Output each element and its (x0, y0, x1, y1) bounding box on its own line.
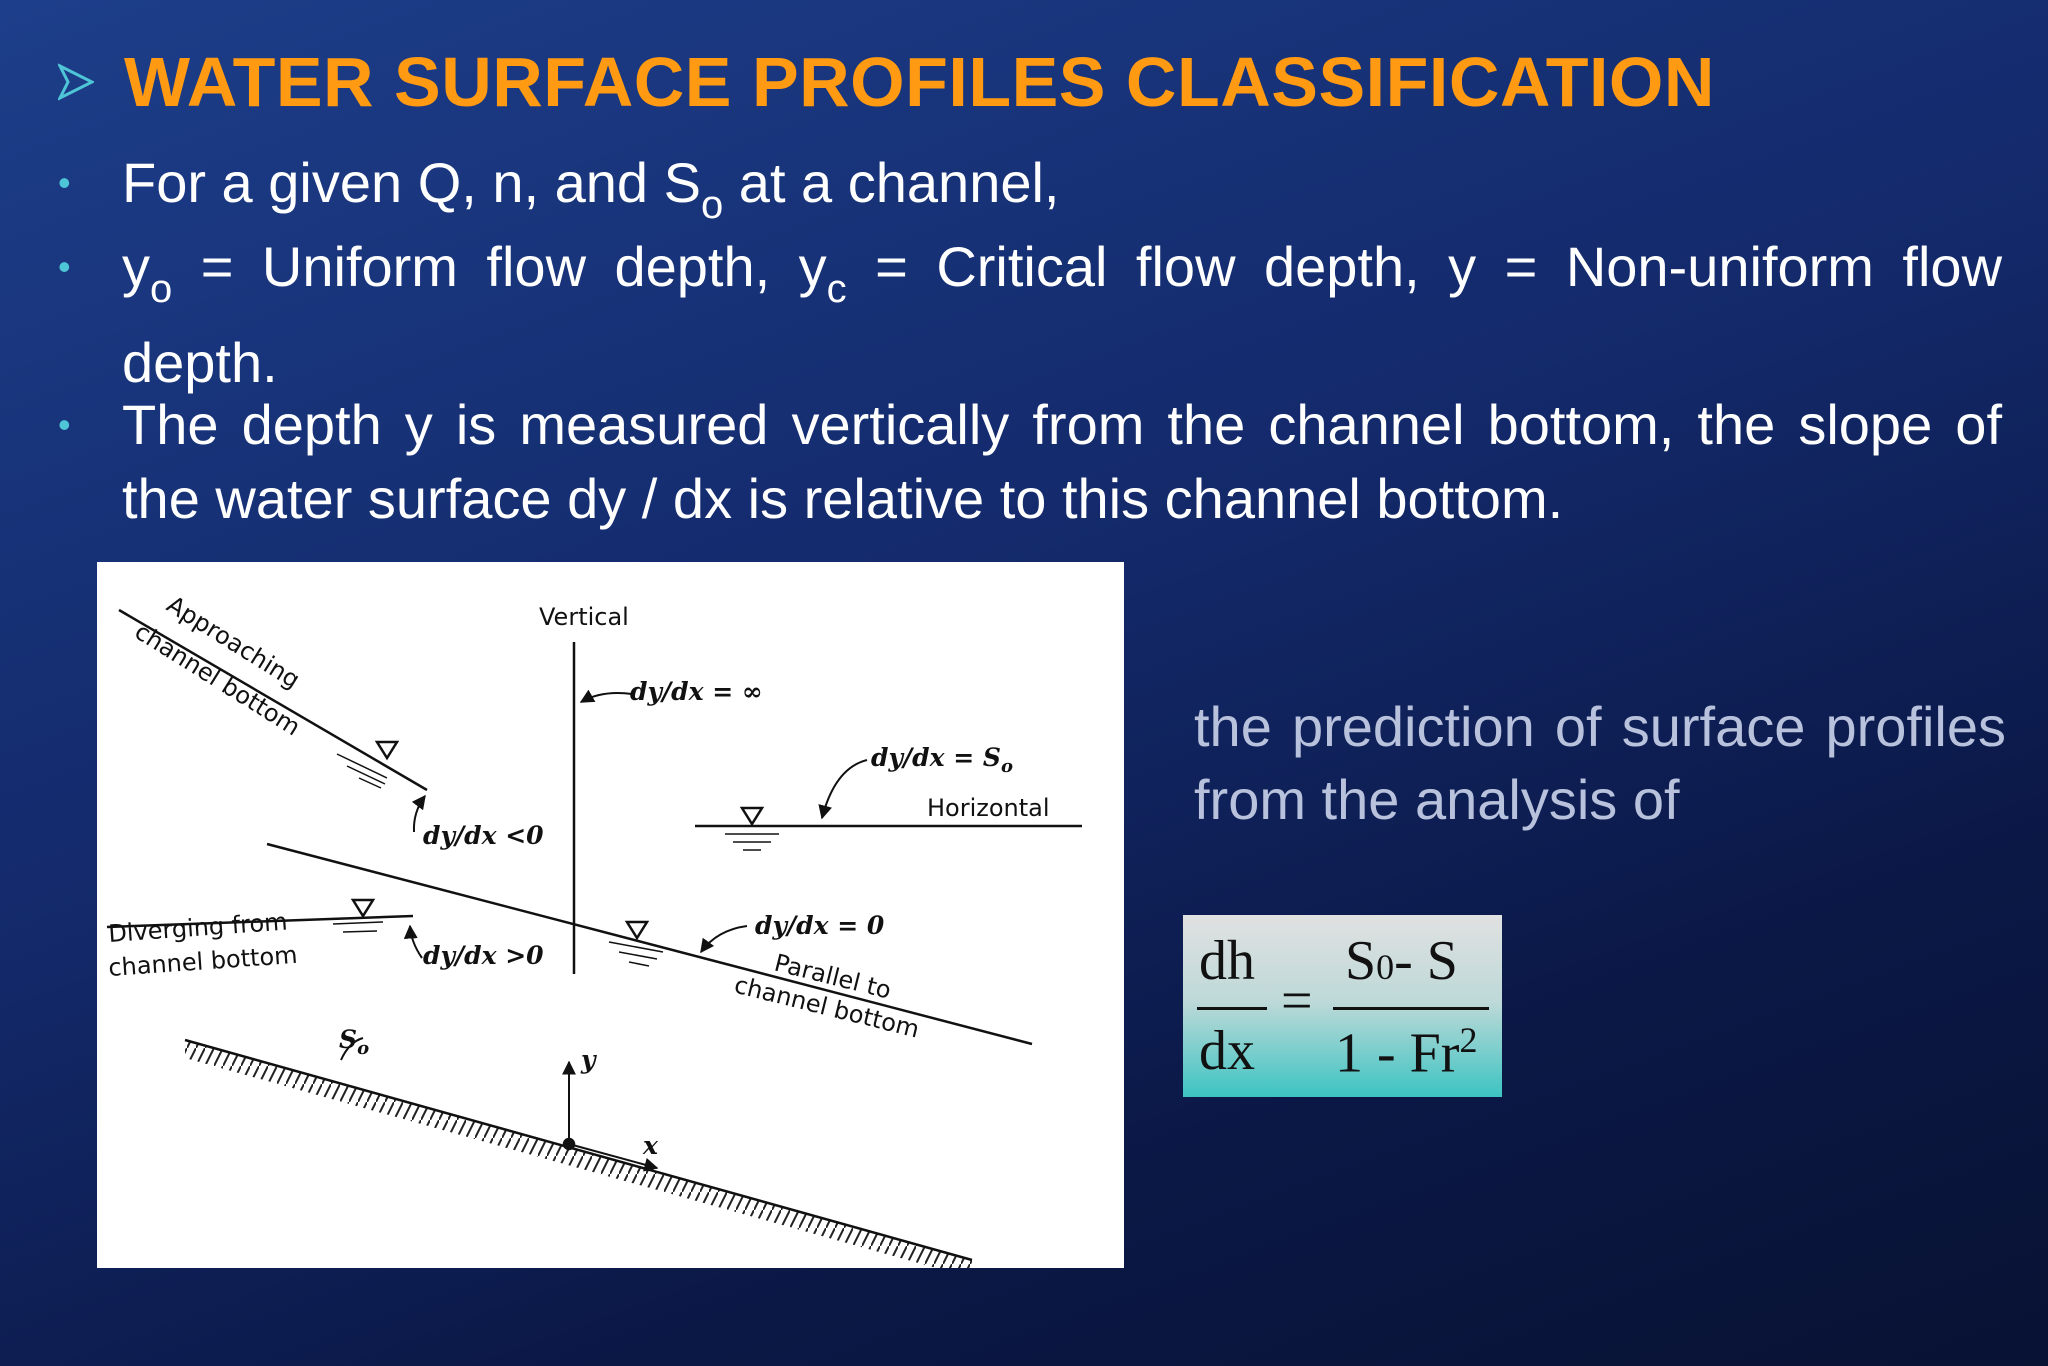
svg-text:So: So (339, 1025, 369, 1059)
fraction-bar-right (1333, 1007, 1489, 1010)
svg-text:dy/dx = So: dy/dx = So (871, 743, 1013, 777)
formula-minus-s: - S (1394, 930, 1458, 992)
channel-bottom-line (184, 1038, 973, 1262)
bullet-1: • For a given Q, n, and So at a channel, (58, 146, 2002, 242)
diverging-line (106, 914, 414, 929)
dydx-lt0-label: dy/dx <0 (423, 821, 544, 850)
water-level-icon (374, 740, 400, 761)
x-axis-label: x (642, 1131, 659, 1160)
dydx-gt0-label: dy/dx >0 (423, 941, 544, 970)
diagram-svg: Vertical Approaching channel bottom Hori… (106, 590, 1082, 1268)
formula-s0: S (1345, 930, 1377, 992)
formula-dh: dh (1199, 930, 1255, 992)
fraction-bar-left (1197, 1007, 1267, 1010)
formula-equals: = (1281, 970, 1313, 1032)
dydx-so-label: dy/dx = S (871, 743, 1001, 772)
vertical-label: Vertical (539, 603, 629, 631)
bullet-dot-icon: • (58, 162, 71, 203)
diverging-label-2: channel bottom (107, 941, 298, 982)
dydx-infinity-label: dy/dx = ∞ (630, 677, 763, 706)
channel-bottom-hatch (185, 1040, 972, 1268)
so-label: S (339, 1025, 357, 1054)
water-level-icon (739, 806, 765, 827)
bullet-dot-icon: • (58, 404, 71, 445)
water-level-icon (624, 920, 650, 941)
diverging-label: Diverging from (107, 908, 288, 948)
bullet-2: • yo = Uniform flow depth, yc = Critical… (58, 230, 2002, 400)
title-row: WATER SURFACE PROFILES CLASSIFICATION (58, 42, 1715, 122)
water-level-icon (350, 898, 376, 919)
bullet-text: For a given Q, n, and So at a channel, (122, 151, 1060, 227)
bullet-text: The depth y is measured vertically from … (122, 393, 2002, 530)
profile-diagram: Vertical Approaching channel bottom Hori… (97, 562, 1124, 1268)
y-axis-label: y (580, 1045, 597, 1074)
formula-box: dh dx = S0- S 1 - Fr2 (1183, 915, 1502, 1097)
horizontal-label: Horizontal (927, 794, 1050, 822)
formula-denominator: 1 - Fr (1335, 1022, 1460, 1085)
bullet-text: yo = Uniform flow depth, yc = Critical f… (122, 235, 2003, 394)
parallel-line (266, 842, 1033, 1046)
slide-title: WATER SURFACE PROFILES CLASSIFICATION (124, 43, 1715, 121)
bullet-dot-icon: • (58, 246, 71, 287)
approaching-line (118, 608, 428, 792)
prediction-note: the prediction of surface profiles from … (1194, 695, 2006, 831)
formula-dx: dx (1199, 1020, 1255, 1082)
arrow-bullet-icon (58, 63, 94, 101)
dydx-zero-label: dy/dx = 0 (755, 911, 885, 940)
bullet-3: • The depth y is measured vertically fro… (58, 388, 2002, 536)
